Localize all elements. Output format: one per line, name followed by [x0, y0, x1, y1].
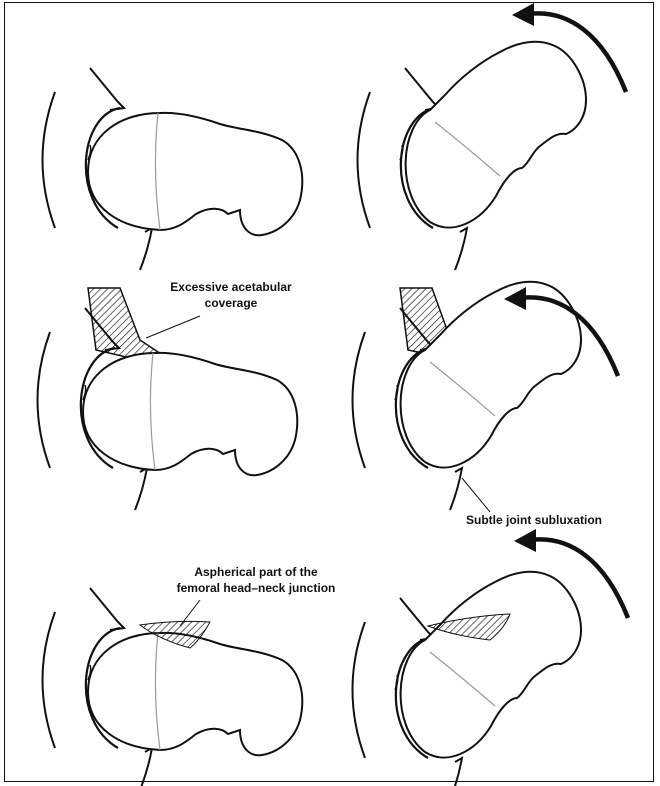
aspherical-line1: Aspherical part of the — [160, 564, 352, 580]
excessive-coverage-line1: Excessive acetabular — [156, 279, 306, 295]
excessive-coverage-label: Excessive acetabular coverage — [156, 279, 306, 311]
pincer-hip-flexed — [353, 282, 582, 510]
subluxation-text: Subtle joint subluxation — [466, 512, 626, 528]
aspherical-label: Aspherical part of the femoral head–neck… — [160, 564, 352, 596]
normal-hip-flexed — [358, 42, 587, 270]
cam-hip-flexed — [353, 572, 582, 786]
callout-leader — [146, 316, 200, 338]
aspherical-line2: femoral head–neck junction — [160, 580, 352, 596]
cam-hip-neutral — [43, 588, 303, 786]
normal-hip-neutral — [43, 68, 303, 270]
callout-leader — [462, 478, 490, 512]
pincer-hip-neutral — [38, 288, 298, 510]
subluxation-label: Subtle joint subluxation — [466, 512, 626, 528]
excessive-coverage-line2: coverage — [156, 295, 306, 311]
